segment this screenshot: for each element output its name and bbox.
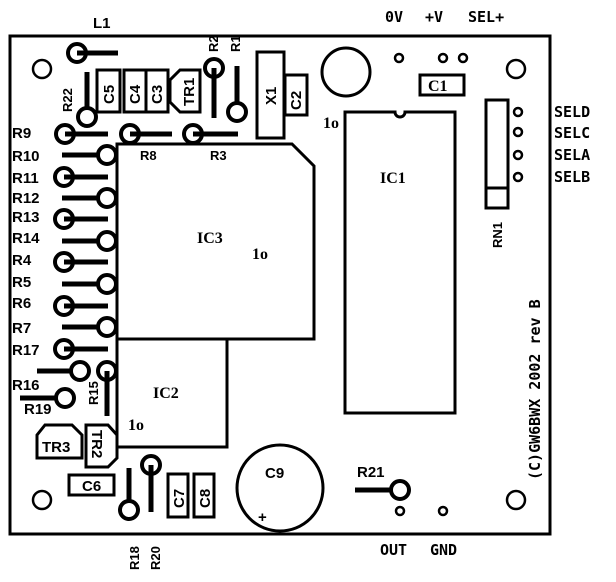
label-r9: R9: [12, 125, 31, 142]
label-r16: R16: [12, 377, 40, 394]
capacitor-c8: [192, 472, 216, 519]
label-r7: R7: [12, 320, 31, 337]
board-outline: [8, 34, 552, 536]
pad-r10: [96, 144, 118, 166]
label-c7: C7: [171, 489, 188, 508]
label-c9: C9: [265, 465, 284, 482]
capacitor-c9: [235, 443, 325, 533]
mounting-hole-bottom-right: [505, 489, 527, 511]
mounting-hole-top-left: [31, 58, 53, 80]
capacitor-c3: [144, 68, 170, 114]
label-r13: R13: [12, 209, 40, 226]
label-r2: R2: [206, 35, 221, 52]
label-r20: R20: [148, 546, 163, 570]
connector-label-seld: SELD: [554, 103, 590, 121]
pad-r22: [76, 106, 98, 128]
label-c6: C6: [82, 478, 101, 495]
transistor-tr1: [168, 68, 202, 114]
connector-pad-plus-v: [437, 52, 449, 64]
pad-r12: [96, 187, 118, 209]
label-tr1: TR1: [181, 78, 198, 106]
connector-pad-sel-plus: [457, 52, 469, 64]
label-l1: L1: [93, 15, 111, 32]
ic1-pin1-marker: 1o: [323, 115, 339, 132]
pad-r14: [96, 230, 118, 252]
connector-label-sel-plus: SEL+: [468, 8, 504, 26]
label-c1: C1: [428, 78, 448, 95]
label-r3: R3: [210, 148, 227, 163]
label-r21: R21: [357, 464, 385, 481]
capacitor-c5: [95, 68, 122, 114]
connector-label-out: OUT: [380, 541, 407, 559]
revision-text: (C)GW6BWX 2002 rev B: [526, 299, 544, 480]
label-c3: C3: [149, 85, 166, 104]
connector-pad-selc: [512, 126, 524, 138]
ic2-pin1-marker: 1o: [128, 417, 144, 434]
connector-label-plus-v: +V: [425, 8, 443, 26]
electrolytic-capacitor-top: [320, 46, 372, 98]
connector-label-selb: SELB: [554, 168, 590, 186]
label-r18: R18: [127, 546, 142, 570]
label-c5: C5: [101, 85, 118, 104]
label-ic1: IC1: [380, 170, 406, 187]
pad-r5: [96, 273, 118, 295]
connector-pad-out: [394, 505, 406, 517]
label-r6: R6: [12, 295, 31, 312]
connector-label-0v: 0V: [385, 8, 403, 26]
resistor-network-rn1: [484, 98, 510, 210]
label-r17: R17: [12, 342, 40, 359]
capacitor-c6: [67, 473, 116, 497]
transistor-tr2: [84, 423, 119, 469]
pad-r1: [226, 101, 248, 123]
label-tr3: TR3: [42, 439, 70, 456]
label-c4: C4: [127, 84, 144, 104]
pad-r19: [54, 387, 76, 409]
connector-label-sela: SELA: [554, 146, 590, 164]
ic1-outline: [343, 110, 457, 415]
label-r14: R14: [12, 230, 40, 247]
mounting-hole-top-right: [505, 58, 527, 80]
label-x1: X1: [263, 87, 280, 105]
label-ic3: IC3: [197, 230, 223, 247]
pad-r16: [69, 360, 91, 382]
connector-pad-sela: [512, 149, 524, 161]
label-c2: C2: [288, 91, 305, 110]
label-r15: R15: [86, 381, 101, 405]
label-r19: R19: [24, 401, 52, 418]
label-c8: C8: [197, 489, 214, 508]
connector-label-selc: SELC: [554, 124, 590, 142]
label-r1: R1: [228, 35, 243, 52]
label-rn1: RN1: [490, 222, 505, 248]
transistor-tr3: [35, 423, 84, 460]
mounting-hole-bottom-left: [31, 489, 53, 511]
label-r5: R5: [12, 274, 31, 291]
c9-polarity-mark: +: [258, 509, 267, 526]
connector-label-gnd: GND: [430, 541, 457, 559]
connector-pad-0v: [393, 52, 405, 64]
capacitor-c1: [418, 73, 466, 97]
label-r8: R8: [140, 148, 157, 163]
left-resistor-bank: R10 R11 R12 R13 R14 R4 R5 R6 R7 R17: [12, 144, 118, 360]
connector-pad-selb: [512, 171, 524, 183]
label-r12: R12: [12, 190, 40, 207]
connector-pad-gnd: [437, 505, 449, 517]
capacitor-c2: [283, 73, 309, 117]
label-r4: R4: [12, 252, 32, 269]
ic3-pin1-marker: 1o: [252, 246, 268, 263]
label-r10: R10: [12, 148, 40, 165]
label-tr2: TR2: [88, 430, 105, 458]
label-ic2: IC2: [153, 385, 179, 402]
capacitor-c7: [166, 472, 190, 519]
ic3-outline: [115, 142, 316, 341]
label-r11: R11: [12, 170, 39, 187]
pad-r21: [389, 479, 411, 501]
label-r22: R22: [60, 88, 75, 112]
ic2-outline: [115, 337, 229, 449]
pad-r7: [96, 316, 118, 338]
connector-pad-seld: [512, 106, 524, 118]
pad-r18: [118, 499, 140, 521]
